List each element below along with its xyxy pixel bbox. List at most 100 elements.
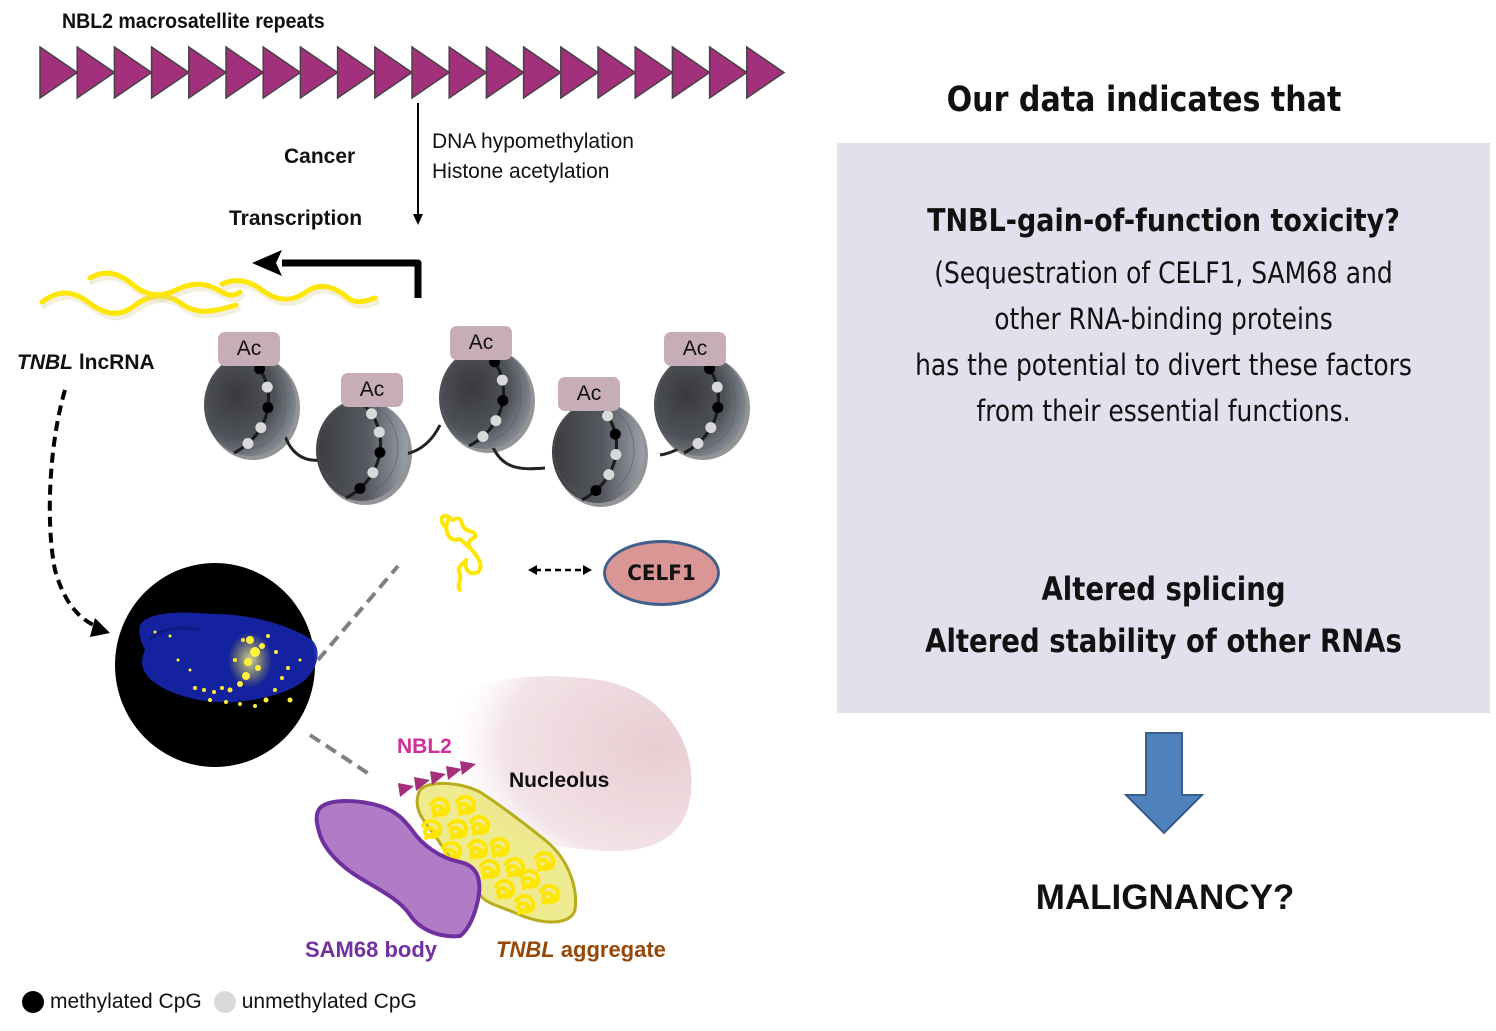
cpg-legend: methylated CpG unmethylated CpG [22,990,417,1014]
aggregate-rna-squiggle [494,879,516,900]
nbl2-repeat-unit [262,45,302,100]
nbl2-repeat-unit [76,45,116,100]
transcription-arrowhead [252,250,282,276]
nbl2-label: NBL2 [397,735,452,758]
nbl2-repeat-unit [746,45,786,100]
mechanism-labels: DNA hypomethylation Histone acetylation [432,127,634,187]
aggregate-rna-squiggle [421,819,443,840]
methylated-cpg-dot [609,428,621,440]
nbl2-repeats-title: NBL2 macrosatellite repeats [62,10,325,33]
aggregate-rna-squiggle [479,859,501,880]
nbl2-repeat-unit [485,45,525,100]
unmethylated-cpg-dot [366,408,378,420]
methylated-cpg-dot [262,401,274,413]
rna-focus-dot [241,638,245,642]
legend-unmethylated: unmethylated CpG [241,990,417,1013]
nucleosome-array [204,346,750,507]
tnbl-aggregate-label: TNBL aggregate [496,937,666,963]
methylated-cpg-dot [704,363,716,375]
nbl2-repeat-unit [299,45,339,100]
rna-focus-dot [227,687,233,693]
nbl2-repeat-unit [708,45,749,100]
nbl2-repeat-unit [225,45,265,100]
methylated-cpg-icon [22,991,44,1013]
unmethylated-cpg-dot [477,430,489,442]
conclusion-heading: Our data indicates that [946,80,1342,120]
nucleosome [439,346,535,453]
consequence-splicing: Altered splicing [1041,570,1286,608]
acetyl-mark-1: Ac [218,332,280,366]
acetyl-mark-2: Ac [341,373,403,407]
celf1-arrowhead-left [528,565,537,575]
rna-focus-dot [224,700,228,704]
hypothesis-line-2: other RNA-binding proteins [994,302,1333,336]
rna-focus-dot [250,647,260,657]
rna-focus-dot [202,688,206,692]
rna-focus-dot [237,681,243,687]
transcription-arrow [282,259,422,298]
regulation-arrowhead [413,214,423,225]
sam68-body-label: SAM68 body [305,937,438,962]
nucleolus-label: Nucleolus [509,769,610,792]
unmethylated-cpg-dot [602,410,614,422]
rna-focus-dot [273,688,277,692]
hypothesis-title: TNBL-gain-of-function toxicity? [927,203,1400,239]
nbl2-repeat-unit [597,45,637,100]
nbl2-mini-repeat-unit [446,766,462,780]
nbl2-repeat-array [39,45,786,100]
nbl2-repeat-unit [522,45,563,100]
cancer-label: Cancer [284,145,356,168]
unmethylated-cpg-dot [242,437,254,449]
rna-focus-dot [208,698,212,702]
unmethylated-cpg-dot [603,469,615,481]
rna-focus-dot [193,686,197,690]
transcription-label: Transcription [229,207,363,230]
nbl2-repeat-unit [188,45,228,100]
nucleosome [316,398,412,505]
nbl2-repeat-unit [560,45,600,100]
aggregate-rna-squiggle [519,869,541,890]
aggregate-rna-squiggle [441,841,463,862]
acetyl-mark-3: Ac [450,326,512,360]
celf1-protein: CELF1 [603,540,720,606]
rna-focus-dot [188,668,192,672]
methylated-cpg-dot [374,446,386,458]
unmethylated-cpg-dot [255,422,267,434]
sam68-body-shape [314,799,482,939]
tnbl-aggregate-shape [415,781,578,924]
unmethylated-cpg-dot [610,448,622,460]
rna-focus-dot [220,686,224,690]
rna-focus-dot [238,702,242,706]
aggregate-rna-squiggle [447,819,469,840]
tnbl-italic: TNBL [17,351,73,374]
nucleosome [552,400,648,507]
folded-tnbl-rna [439,513,483,592]
nbl2-mini-repeats [398,761,476,797]
rna-focus-dot [233,658,237,662]
aggregate-text: aggregate [554,937,666,962]
nbl2-mini-repeat-unit [430,771,446,785]
nbl2-mini-repeat-unit [398,783,414,797]
rna-focus-dot [263,697,269,703]
rna-focus-dot [280,676,284,680]
aggregate-rna-squiggle [539,884,561,905]
aggregate-tnbl-italic: TNBL [496,937,555,962]
acetyl-mark-4: Ac [558,377,620,411]
unmethylated-cpg-dot [490,415,502,427]
unmethylated-cpg-dot [711,381,723,393]
unmethylated-cpg-dot [705,422,717,434]
nbl2-mini-repeat-unit [414,777,430,791]
aggregate-rna-squiggle [489,837,511,858]
aggregate-rna-squiggle [514,894,536,915]
consequence-rna-stability: Altered stability of other RNAs [925,622,1402,660]
consequences: Altered splicing Altered stability of ot… [837,563,1490,667]
nbl2-mini-repeat-unit [460,761,476,775]
methylated-cpg-dot [497,394,509,406]
hypothesis-line-1: (Sequestration of CELF1, SAM68 and [934,256,1393,290]
mechanism-histone-acetylation: Histone acetylation [432,160,610,183]
down-arrow-2 [1123,732,1205,835]
legend-methylated: methylated CpG [50,990,202,1013]
nbl2-repeat-unit [150,45,191,100]
rna-focus-dot [259,643,265,649]
unmethylated-cpg-dot [373,426,385,438]
